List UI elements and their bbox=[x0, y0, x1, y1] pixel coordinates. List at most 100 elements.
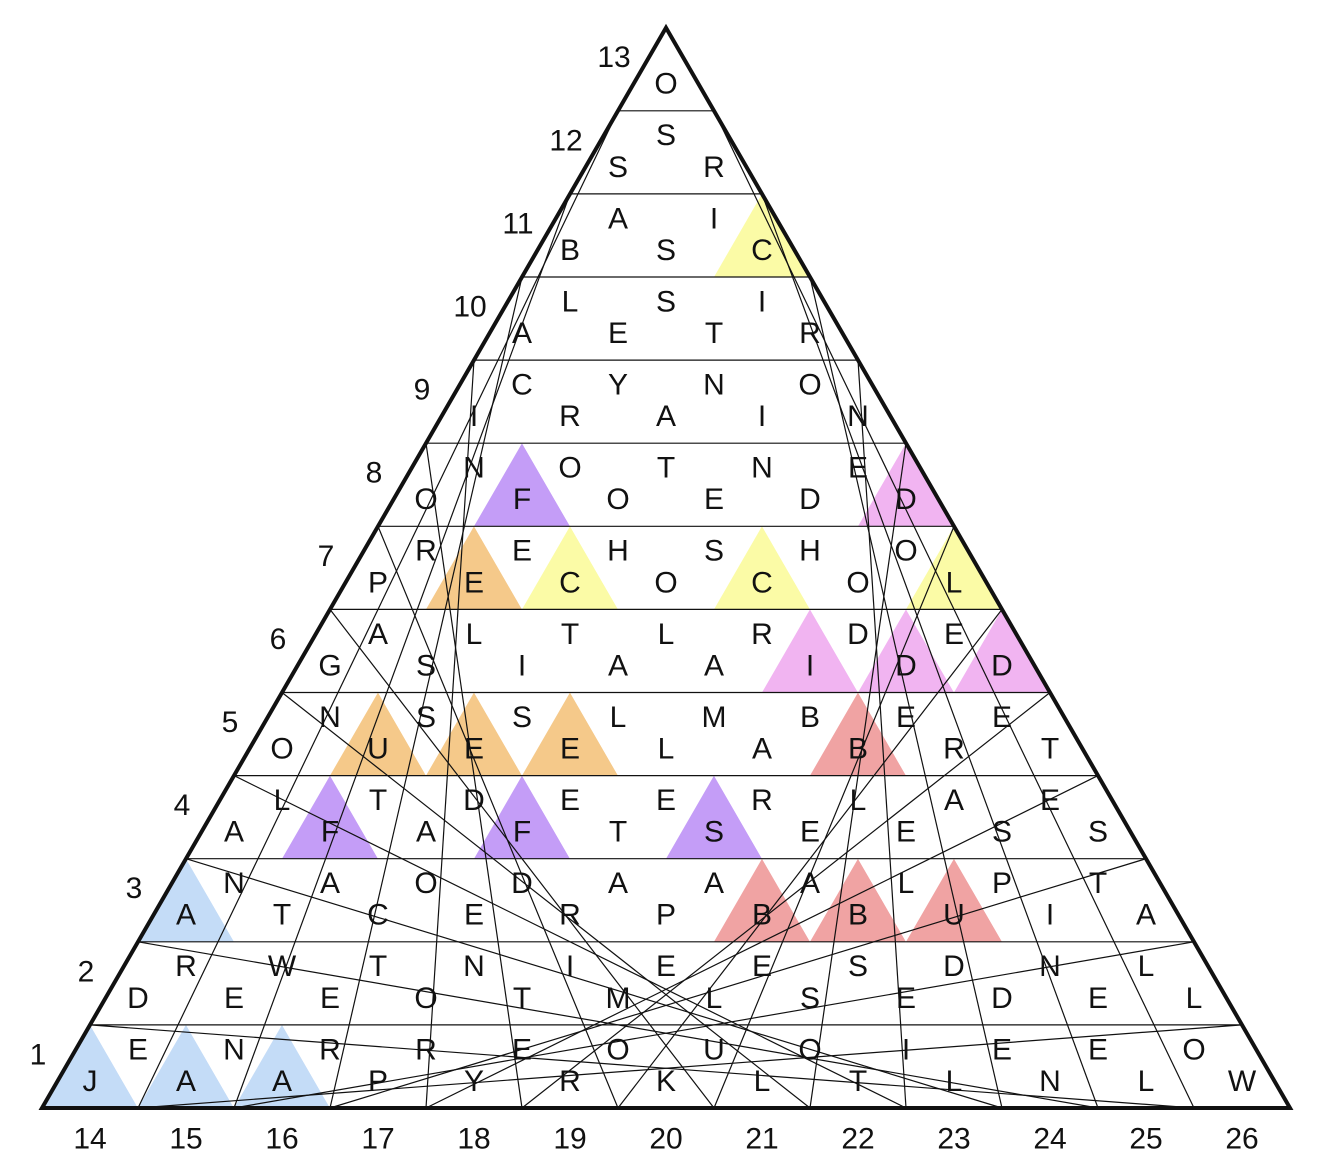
cell-r5-8[interactable] bbox=[570, 692, 666, 776]
cell-r7-7[interactable] bbox=[618, 526, 714, 610]
cell-r6-3[interactable] bbox=[378, 609, 474, 693]
cell-r4-11[interactable] bbox=[666, 775, 762, 859]
cell-r1-15[interactable] bbox=[714, 1024, 810, 1108]
cell-r9-7[interactable] bbox=[714, 360, 810, 444]
cell-r11-2[interactable] bbox=[570, 193, 666, 277]
cell-r2-7[interactable] bbox=[378, 941, 474, 1025]
cell-r6-11[interactable] bbox=[762, 609, 858, 693]
cell-r2-3[interactable] bbox=[186, 941, 282, 1025]
cell-r1-22[interactable] bbox=[1050, 1024, 1146, 1108]
cell-r3-7[interactable] bbox=[426, 858, 522, 942]
cell-r4-10[interactable] bbox=[618, 775, 714, 859]
cell-r2-22[interactable] bbox=[1098, 941, 1194, 1025]
cell-r2-12[interactable] bbox=[618, 941, 714, 1025]
cell-r8-3[interactable] bbox=[474, 443, 570, 527]
cell-r3-14[interactable] bbox=[762, 858, 858, 942]
cell-r8-4[interactable] bbox=[522, 443, 618, 527]
cell-r10-2[interactable] bbox=[522, 277, 618, 361]
cell-r4-18[interactable] bbox=[1002, 775, 1098, 859]
cell-r8-6[interactable] bbox=[618, 443, 714, 527]
cell-r6-5[interactable] bbox=[474, 609, 570, 693]
cell-r3-6[interactable] bbox=[378, 858, 474, 942]
cell-r4-17[interactable] bbox=[954, 775, 1050, 859]
cell-r5-13[interactable] bbox=[810, 692, 906, 776]
cell-r5-12[interactable] bbox=[762, 692, 858, 776]
cell-r6-8[interactable] bbox=[618, 609, 714, 693]
cell-r3-12[interactable] bbox=[666, 858, 762, 942]
cell-r2-21[interactable] bbox=[1050, 941, 1146, 1025]
cell-r5-16[interactable] bbox=[954, 692, 1050, 776]
cell-r1-18[interactable] bbox=[858, 1024, 954, 1108]
cell-r5-9[interactable] bbox=[618, 692, 714, 776]
cell-r5-17[interactable] bbox=[1002, 692, 1098, 776]
cell-r2-23[interactable] bbox=[1146, 941, 1242, 1025]
cell-r8-1[interactable] bbox=[378, 443, 474, 527]
cell-r1-10[interactable] bbox=[474, 1024, 570, 1108]
cell-r7-1[interactable] bbox=[330, 526, 426, 610]
cell-r7-4[interactable] bbox=[474, 526, 570, 610]
cell-r4-12[interactable] bbox=[714, 775, 810, 859]
cell-r12-3[interactable] bbox=[666, 110, 762, 194]
cell-r1-4[interactable] bbox=[186, 1024, 282, 1108]
cell-r6-14[interactable] bbox=[906, 609, 1002, 693]
cell-r4-14[interactable] bbox=[810, 775, 906, 859]
cell-r9-1[interactable] bbox=[426, 360, 522, 444]
cell-r4-6[interactable] bbox=[426, 775, 522, 859]
cell-r1-20[interactable] bbox=[954, 1024, 1050, 1108]
cell-r6-9[interactable] bbox=[666, 609, 762, 693]
cell-r4-19[interactable] bbox=[1050, 775, 1146, 859]
cell-r9-4[interactable] bbox=[570, 360, 666, 444]
cell-r5-2[interactable] bbox=[282, 692, 378, 776]
cell-r7-9[interactable] bbox=[714, 526, 810, 610]
cell-r5-6[interactable] bbox=[474, 692, 570, 776]
cell-r3-10[interactable] bbox=[570, 858, 666, 942]
cell-r1-23[interactable] bbox=[1098, 1024, 1194, 1108]
cell-r5-11[interactable] bbox=[714, 692, 810, 776]
cell-r6-13[interactable] bbox=[858, 609, 954, 693]
cell-r4-2[interactable] bbox=[234, 775, 330, 859]
cell-r3-20[interactable] bbox=[1050, 858, 1146, 942]
cell-r1-24[interactable] bbox=[1146, 1024, 1242, 1108]
cell-r4-5[interactable] bbox=[378, 775, 474, 859]
cell-r7-8[interactable] bbox=[666, 526, 762, 610]
cell-r4-15[interactable] bbox=[858, 775, 954, 859]
cell-r7-13[interactable] bbox=[906, 526, 1002, 610]
cell-r2-16[interactable] bbox=[810, 941, 906, 1025]
cell-r5-5[interactable] bbox=[426, 692, 522, 776]
cell-r3-11[interactable] bbox=[618, 858, 714, 942]
cell-r4-8[interactable] bbox=[522, 775, 618, 859]
cell-r9-9[interactable] bbox=[810, 360, 906, 444]
cell-r10-4[interactable] bbox=[618, 277, 714, 361]
cell-r6-12[interactable] bbox=[810, 609, 906, 693]
cell-r7-12[interactable] bbox=[858, 526, 954, 610]
cell-r1-6[interactable] bbox=[282, 1024, 378, 1108]
cell-r3-15[interactable] bbox=[810, 858, 906, 942]
cell-r7-2[interactable] bbox=[378, 526, 474, 610]
cell-r5-3[interactable] bbox=[330, 692, 426, 776]
cell-r3-9[interactable] bbox=[522, 858, 618, 942]
cell-r2-17[interactable] bbox=[858, 941, 954, 1025]
cell-r1-21[interactable] bbox=[1002, 1024, 1098, 1108]
cell-r9-3[interactable] bbox=[522, 360, 618, 444]
cell-r1-16[interactable] bbox=[762, 1024, 858, 1108]
cell-r12-2[interactable] bbox=[618, 110, 714, 194]
cell-r9-6[interactable] bbox=[666, 360, 762, 444]
cell-r1-3[interactable] bbox=[138, 1024, 234, 1108]
cell-r3-3[interactable] bbox=[234, 858, 330, 942]
cell-r2-14[interactable] bbox=[714, 941, 810, 1025]
cell-r3-13[interactable] bbox=[714, 858, 810, 942]
cell-r7-10[interactable] bbox=[762, 526, 858, 610]
cell-r8-9[interactable] bbox=[762, 443, 858, 527]
cell-r8-11[interactable] bbox=[858, 443, 954, 527]
cell-r3-16[interactable] bbox=[858, 858, 954, 942]
cell-r10-1[interactable] bbox=[474, 277, 570, 361]
cell-r2-2[interactable] bbox=[138, 941, 234, 1025]
cell-r3-4[interactable] bbox=[282, 858, 378, 942]
cell-r4-1[interactable] bbox=[186, 775, 282, 859]
cell-r10-6[interactable] bbox=[714, 277, 810, 361]
cell-r1-11[interactable] bbox=[522, 1024, 618, 1108]
cell-r6-2[interactable] bbox=[330, 609, 426, 693]
cell-r4-7[interactable] bbox=[474, 775, 570, 859]
cell-r10-7[interactable] bbox=[762, 277, 858, 361]
cell-r2-8[interactable] bbox=[426, 941, 522, 1025]
